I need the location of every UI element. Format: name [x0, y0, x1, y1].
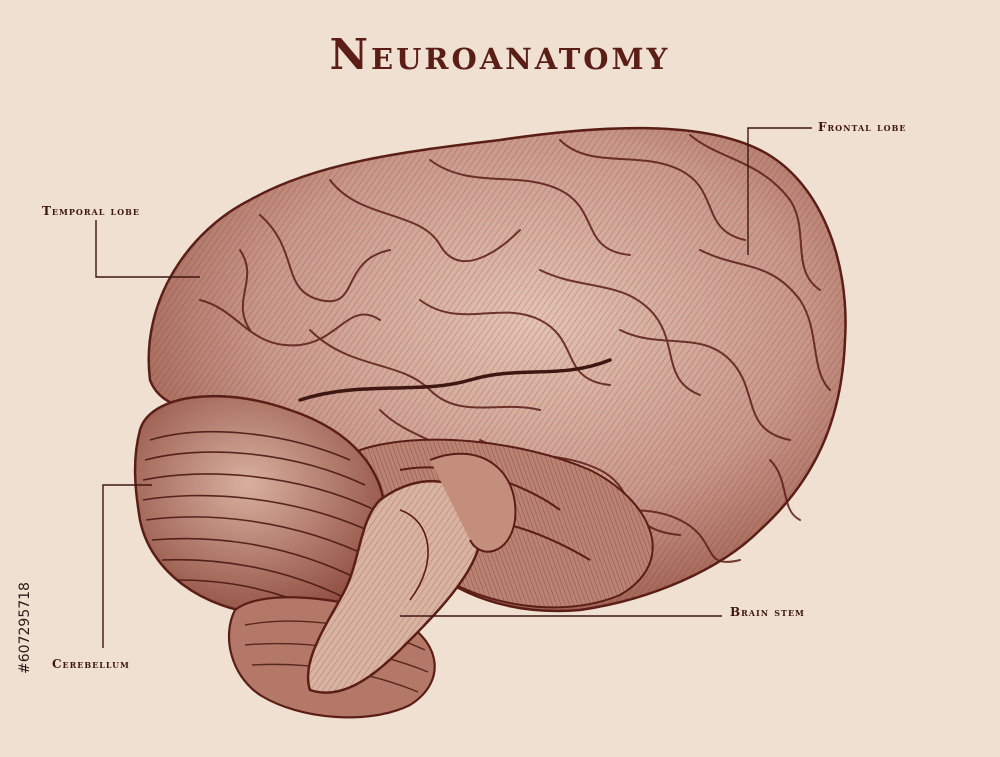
page-title: Neuroanatomy: [329, 30, 671, 79]
leader-temporal: [95, 220, 200, 278]
leader-lines: [95, 127, 812, 648]
label-cerebellum: Cerebellum: [52, 657, 130, 671]
label-frontal-lobe: Frontal lobe: [818, 120, 907, 134]
brain-stem-shape: [306, 452, 517, 694]
leader-cerebellum: [102, 484, 152, 648]
cerebrum: [147, 126, 847, 613]
label-brain-stem: Brain stem: [730, 605, 805, 619]
leader-frontal: [747, 127, 812, 255]
lateral-sulcus: [298, 358, 612, 402]
stock-image-id: #607295718: [17, 582, 33, 674]
label-temporal-lobe: Temporal lobe: [42, 204, 140, 218]
